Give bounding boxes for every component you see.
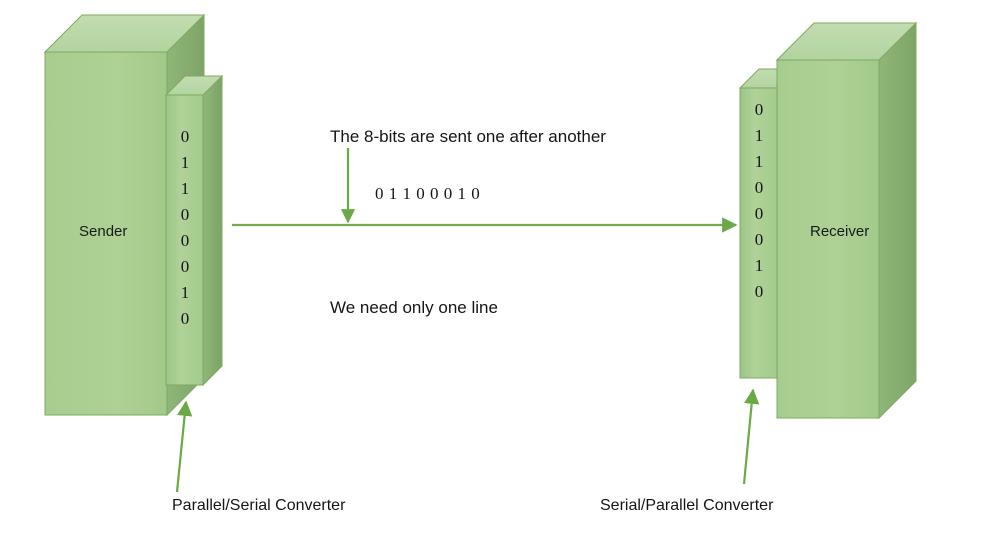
sender-bit-6: 1 bbox=[180, 283, 190, 302]
sender-bit-7: 0 bbox=[180, 309, 190, 328]
sender-converter-bar bbox=[164, 74, 224, 387]
sender-bit-3: 0 bbox=[180, 205, 190, 224]
receiver-bit-column: 0 1 1 0 0 0 1 0 bbox=[744, 97, 774, 305]
bottom-note: We need only one line bbox=[330, 298, 498, 317]
sender-converter-front-face bbox=[165, 94, 204, 386]
serial-bit-stream-text: 0 1 1 0 0 0 1 0 bbox=[375, 184, 481, 203]
receiver-bit-6: 1 bbox=[754, 256, 764, 275]
receiver-bit-4: 0 bbox=[754, 204, 764, 223]
receiver-bit-2: 1 bbox=[754, 152, 764, 171]
receiver-bit-7: 0 bbox=[754, 282, 764, 301]
receiver-bit-1: 1 bbox=[754, 126, 764, 145]
sender-bit-column: 0 1 1 0 0 0 1 0 bbox=[170, 124, 200, 332]
receiver-converter-callout-arrow bbox=[742, 388, 760, 485]
receiver-converter-label: Serial/Parallel Converter bbox=[600, 497, 774, 514]
sender-block-front-face bbox=[44, 51, 168, 416]
receiver-bit-0: 0 bbox=[754, 100, 764, 119]
receiver-block-side-face bbox=[878, 21, 917, 420]
sender-bit-5: 0 bbox=[180, 257, 190, 276]
sender-converter-callout-arrow bbox=[175, 400, 193, 493]
sender-converter-label: Parallel/Serial Converter bbox=[172, 497, 346, 514]
receiver-block bbox=[775, 21, 918, 420]
serial-bit-stream: 0 1 1 0 0 0 1 0 bbox=[375, 184, 480, 204]
receiver-bit-5: 0 bbox=[754, 230, 764, 249]
sender-bit-4: 0 bbox=[180, 231, 190, 250]
sender-bit-2: 1 bbox=[180, 179, 190, 198]
sender-label: Sender bbox=[79, 223, 128, 240]
receiver-bit-3: 0 bbox=[754, 178, 764, 197]
receiver-converter-front-face bbox=[739, 87, 778, 379]
sender-bit-1: 1 bbox=[180, 153, 190, 172]
top-note: The 8-bits are sent one after another bbox=[330, 127, 606, 146]
sender-converter-side-face bbox=[202, 74, 223, 387]
receiver-label: Receiver bbox=[810, 223, 870, 240]
receiver-block-front-face bbox=[776, 59, 880, 419]
sender-bit-0: 0 bbox=[180, 127, 190, 146]
